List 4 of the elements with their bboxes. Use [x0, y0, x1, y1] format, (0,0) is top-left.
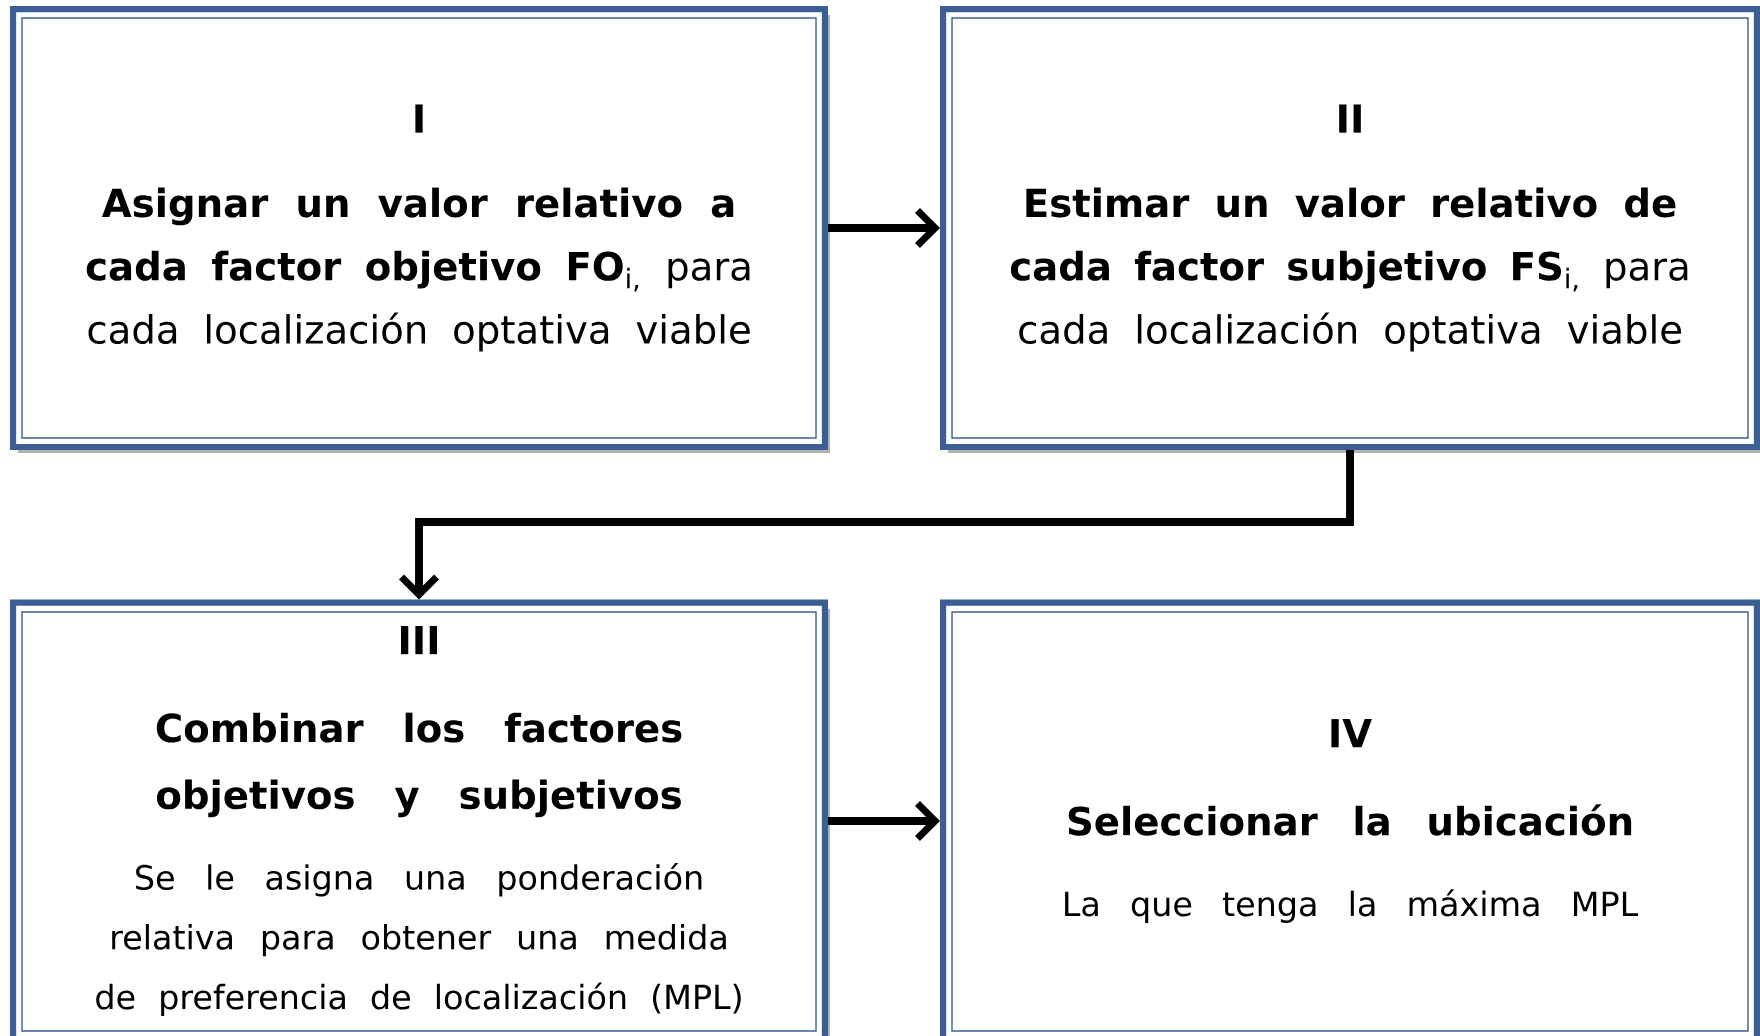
process-box: II Estimar un valor relativo de cada factor subjetivo FS$_{i,}$ para cada localización optativa viable — [940, 5, 1760, 453]
process-box: IV Seleccionar la ubicación La que tenga la máxima MPL — [940, 599, 1760, 1036]
process-box: III Combinar los factores objetivos y subjetivos Se le asigna una ponderación relativa para obtener una medida de preferencia de localización (MPL) — [10, 599, 830, 1036]
process-box: I Asignar un valor relativo a cada factor objetivo FO$_{i,}$ para cada localización optativa viable — [10, 5, 830, 453]
